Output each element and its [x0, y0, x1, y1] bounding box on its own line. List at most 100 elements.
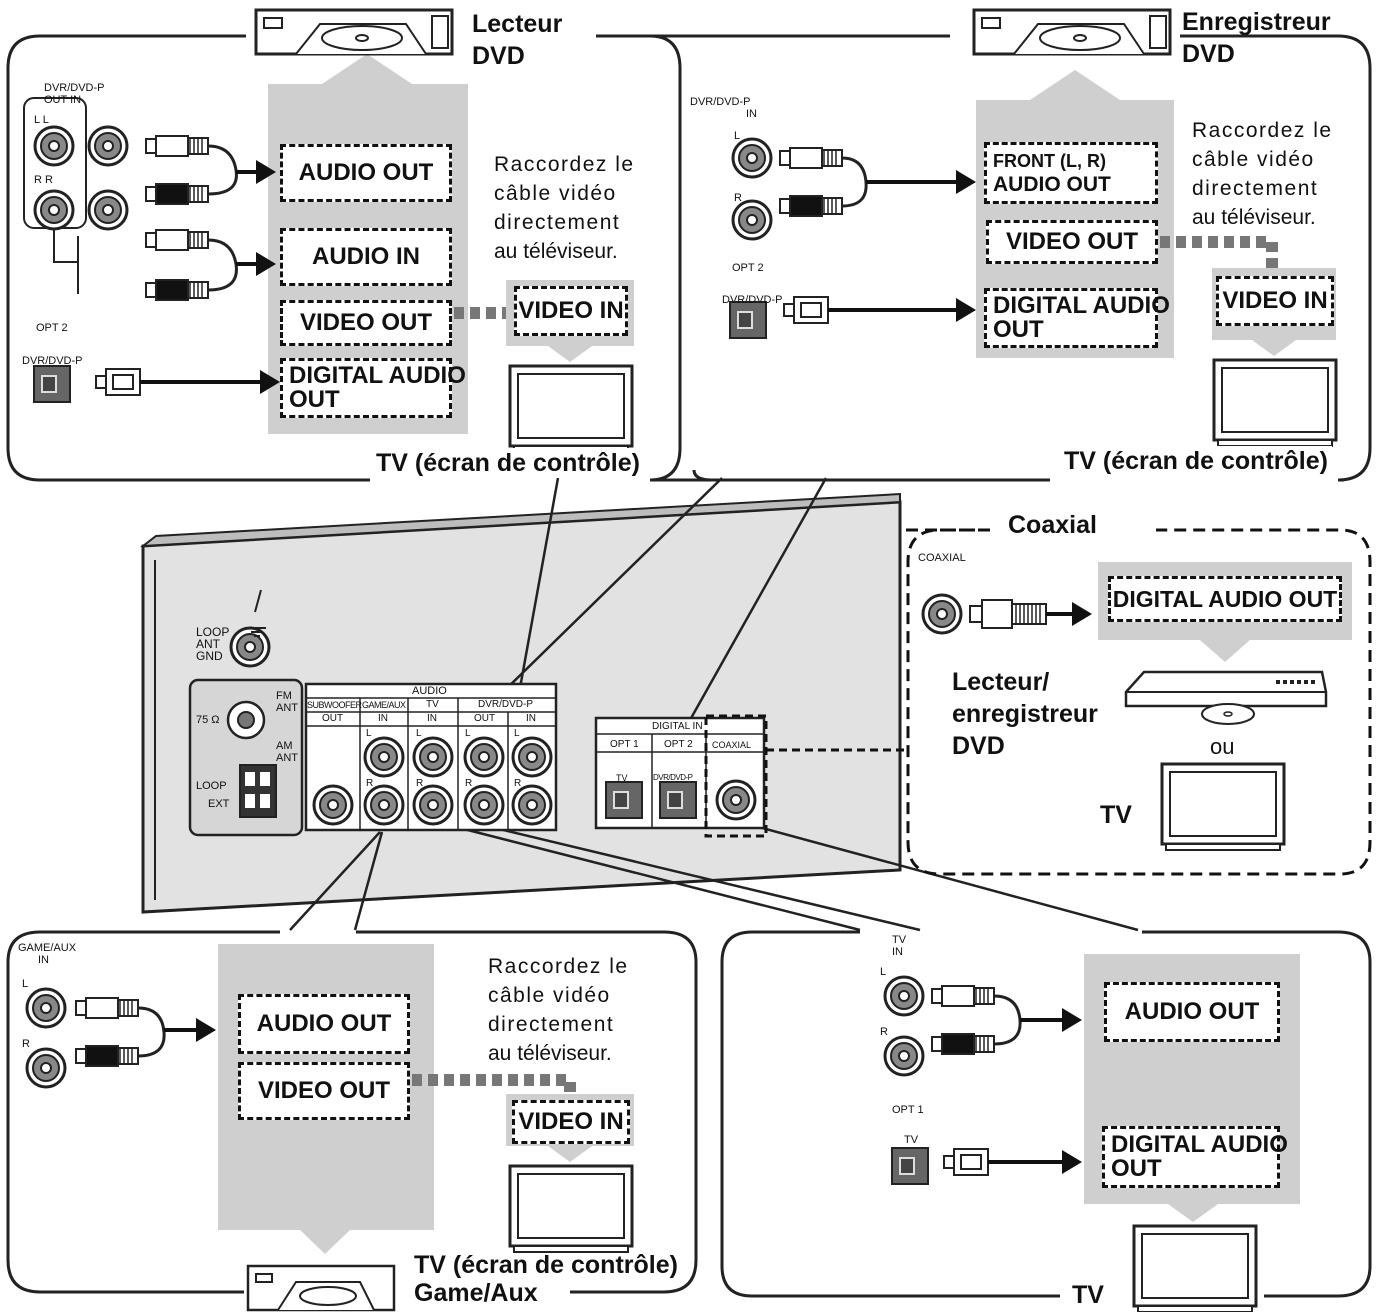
- audio-out-box: AUDIO OUT: [1104, 982, 1280, 1042]
- ext-label: EXT: [208, 798, 230, 810]
- jack-header-line: TV: [892, 934, 907, 946]
- box-line: OUT: [993, 316, 1044, 343]
- jack-header-line: DVR/DVD-P: [44, 82, 105, 94]
- label-line: ANT: [196, 637, 220, 651]
- hint-line: au téléviseur.: [494, 240, 618, 263]
- label-line: ANT: [276, 752, 298, 764]
- label-line: AM: [276, 740, 293, 752]
- jack-header: GAME/AUX IN: [18, 942, 76, 966]
- label-line: enregistreur: [952, 700, 1098, 728]
- opt1-col: OPT 1: [610, 739, 639, 750]
- jack-header-line: OUT IN: [44, 94, 82, 106]
- hint-line: Raccordez le: [1192, 119, 1333, 142]
- jack-header-line: GAME/AUX: [18, 942, 77, 954]
- audio-in-box: AUDIO IN: [280, 228, 452, 286]
- hint-text: Raccordez le câble vidéo directement au …: [494, 150, 635, 266]
- game-aux-col: GAME/AUX: [362, 700, 406, 710]
- label-line: ANT: [276, 702, 298, 714]
- video-out-box: VIDEO OUT: [986, 220, 1158, 264]
- label-line: DVD: [952, 732, 1005, 760]
- hint-text: Raccordez le câble vidéo directement au …: [1192, 116, 1333, 232]
- hint-line: Raccordez le: [488, 955, 629, 978]
- jack-r: R: [465, 778, 473, 789]
- sub-col-in: IN: [427, 713, 437, 724]
- jack-header-line: DVR/DVD-P: [690, 96, 751, 108]
- jack-letter-r: R: [734, 192, 742, 204]
- jack-r: R: [514, 778, 522, 789]
- jack-letter-l: L L: [34, 114, 49, 126]
- audio-out-box: AUDIO OUT: [280, 144, 452, 202]
- label-line: DVD: [1182, 40, 1235, 68]
- label-line: Lecteur/: [952, 668, 1050, 696]
- box-line: OUT: [289, 386, 340, 413]
- video-out-box: VIDEO OUT: [238, 1062, 410, 1120]
- dvr-jack-label: DVR/DVD-P: [653, 773, 693, 782]
- sub-col-in: IN: [526, 713, 536, 724]
- hint-line: au téléviseur.: [1192, 206, 1316, 229]
- sub-col-out: OUT: [474, 713, 496, 724]
- loop-label: LOOP: [196, 780, 227, 792]
- tv-monitor-label: TV (écran de contrôle): [414, 1251, 678, 1279]
- game-aux-label: Game/Aux: [410, 1278, 542, 1308]
- jack-r: R: [880, 1026, 888, 1038]
- loop-ant-gnd-label: LOOP ANT GND: [196, 626, 229, 662]
- hint-line: directement: [488, 1013, 615, 1036]
- tv-label: TV: [1068, 1280, 1108, 1310]
- jack-l: L: [880, 966, 887, 978]
- jack-l: L: [22, 978, 29, 990]
- digital-audio-out-box: DIGITAL AUDIO OUT: [1108, 576, 1342, 622]
- video-in-box: VIDEO IN: [1216, 276, 1334, 326]
- jack-l: L: [366, 728, 372, 739]
- hint-line: directement: [1192, 177, 1319, 200]
- jack-letter-l: L: [734, 130, 741, 142]
- or-label: ou: [1210, 734, 1235, 759]
- opt2-label: OPT 2: [732, 262, 764, 274]
- dvd-player-recorder-label: Lecteur/ enregistreur DVD: [948, 666, 1102, 762]
- label-line: DVD: [472, 42, 525, 70]
- video-in-box: VIDEO IN: [512, 1100, 630, 1144]
- label-line: Enregistreur: [1182, 8, 1331, 36]
- fm-ant-label: FM ANT: [276, 690, 298, 714]
- dvr-dvd-p-label: DVR/DVD-P: [722, 294, 783, 306]
- hint-text: Raccordez le câble vidéo directement au …: [488, 952, 629, 1068]
- jack-header: TV IN: [892, 934, 906, 958]
- opt2-label: OPT 2: [36, 322, 68, 334]
- box-line: DIGITAL AUDIO: [993, 292, 1170, 319]
- tv-jack-label: TV: [904, 1134, 919, 1146]
- audio-header: AUDIO: [412, 685, 447, 697]
- hint-line: au téléviseur.: [488, 1042, 612, 1065]
- sub-col-in: IN: [378, 713, 388, 724]
- hint-line: câble vidéo: [494, 182, 617, 205]
- dvr-dvd-p-label: DVR/DVD-P: [22, 355, 83, 367]
- label-line: LOOP: [196, 625, 230, 639]
- hint-line: Raccordez le: [494, 153, 635, 176]
- dvd-player-label: Lecteur DVD: [468, 8, 566, 72]
- front-audio-out-box: FRONT (L, R)AUDIO OUT: [984, 142, 1158, 204]
- video-out-box: VIDEO OUT: [280, 300, 452, 346]
- jack-header: DVR/DVD-P IN: [690, 96, 757, 120]
- am-ant-label: AM ANT: [276, 740, 298, 764]
- tv-jack-label: TV: [616, 773, 628, 783]
- coaxial-title: Coaxial: [1004, 510, 1101, 540]
- coaxial-jack-label: COAXIAL: [918, 552, 966, 564]
- tv-col: TV: [426, 699, 439, 710]
- jack-l: L: [465, 728, 471, 739]
- digital-in-header: DIGITAL IN: [652, 721, 703, 732]
- ohm-label: 75 Ω: [196, 714, 220, 726]
- jack-header-line: IN: [746, 108, 757, 120]
- subwoofer-col: SUBWOOFER: [307, 700, 362, 710]
- hint-line: câble vidéo: [488, 984, 611, 1007]
- jack-l: L: [514, 728, 520, 739]
- audio-out-box: AUDIO OUT: [238, 994, 410, 1054]
- hint-line: directement: [494, 211, 621, 234]
- video-in-box: VIDEO IN: [514, 286, 628, 336]
- box-line: DIGITAL AUDIO: [289, 362, 466, 389]
- label-line: FM: [276, 690, 292, 702]
- tv-label: TV: [1100, 801, 1132, 829]
- box-line: FRONT (L, R): [993, 151, 1106, 171]
- opt2-col: OPT 2: [664, 739, 693, 750]
- jack-r: R: [416, 778, 424, 789]
- jack-letter-r: R R: [34, 174, 53, 186]
